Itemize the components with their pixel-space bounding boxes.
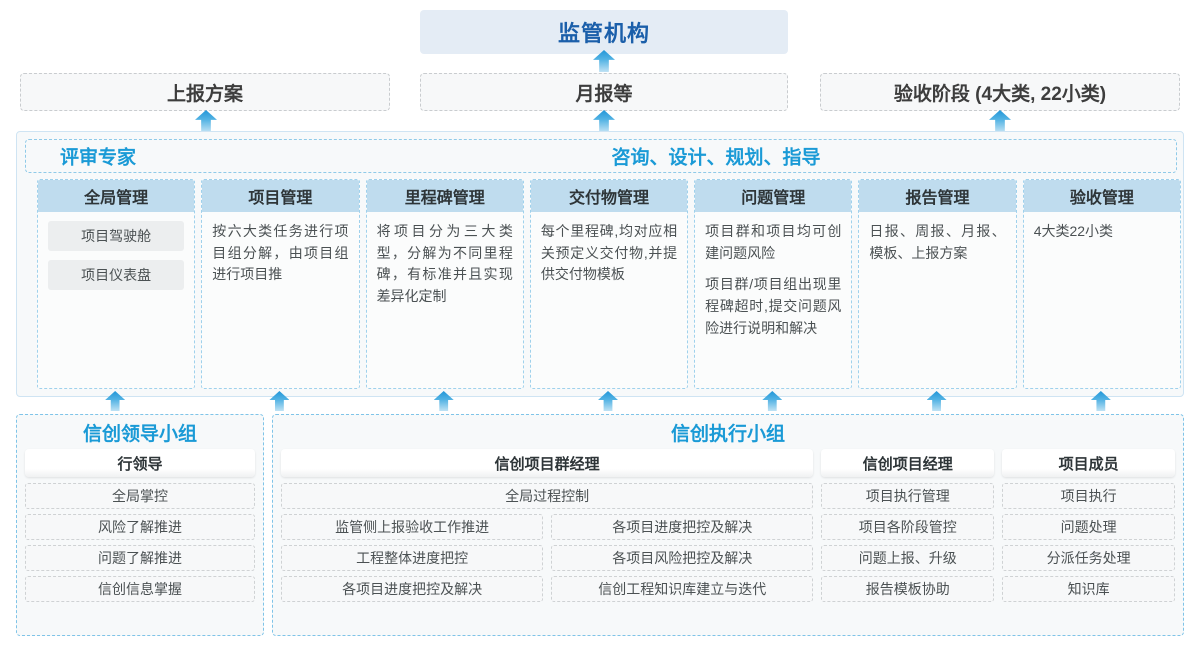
program-manager-left-items: 监管侧上报验收工作推进工程整体进度把控各项目进度把控及解决 <box>281 514 544 602</box>
management-paragraph: 按六大类任务进行项目组分解，由项目组进行项目推 <box>212 223 349 283</box>
program-manager-right-items: 各项目进度把控及解决各项目风险把控及解决信创工程知识库建立与迭代 <box>551 514 814 602</box>
management-column[interactable]: 全局管理项目驾驶舱项目仪表盘 <box>37 179 196 389</box>
program-manager-item[interactable]: 各项目进度把控及解决 <box>281 576 544 602</box>
management-column-title: 验收管理 <box>1023 180 1180 212</box>
leader-group: 信创领导小组 行领导 全局掌控风险了解推进问题了解推进信创信息掌握 <box>16 414 264 636</box>
management-pill[interactable]: 项目驾驶舱 <box>48 221 185 251</box>
project-member-column: 项目成员 项目执行问题处理分派任务处理知识库 <box>1002 449 1175 602</box>
management-column-body: 将项目分为三大类型，分解为不同里程碑，有标准并且实现差异化定制 <box>367 212 523 388</box>
management-column[interactable]: 问题管理项目群和项目均可创建问题风险项目群/项目组出现里程碑超时,提交问题风险进… <box>694 179 853 389</box>
management-column-body: 项目群和项目均可创建问题风险项目群/项目组出现里程碑超时,提交问题风险进行说明和… <box>695 212 851 388</box>
leader-item[interactable]: 问题了解推进 <box>25 545 255 571</box>
leader-item-list: 全局掌控风险了解推进问题了解推进信创信息掌握 <box>25 483 255 602</box>
management-column-body: 4大类22小类 <box>1024 212 1180 388</box>
topbox-monthly-report: 月报等 <box>420 73 788 111</box>
management-column-title: 里程碑管理 <box>366 180 523 212</box>
management-column[interactable]: 验收管理 4大类22小类 <box>1022 179 1181 389</box>
management-paragraph: 4大类22小类 <box>1033 223 1114 239</box>
leader-item[interactable]: 信创信息掌握 <box>25 576 255 602</box>
regulator-box: 监管机构 <box>420 10 788 54</box>
management-column[interactable]: 里程碑管理将项目分为三大类型，分解为不同里程碑，有标准并且实现差异化定制 <box>365 179 524 389</box>
program-manager-item[interactable]: 各项目进度把控及解决 <box>551 514 814 540</box>
project-manager-item-list: 项目执行管理项目各阶段管控问题上报、升级报告模板协助 <box>821 483 995 602</box>
project-manager-item[interactable]: 报告模板协助 <box>821 576 995 602</box>
project-member-item[interactable]: 问题处理 <box>1002 514 1175 540</box>
topbox-label: 上报方案 <box>166 83 243 105</box>
management-columns: 全局管理项目驾驶舱项目仪表盘项目管理按六大类任务进行项目组分解，由项目组进行项目… <box>37 179 1181 389</box>
leader-group-title: 信创领导小组 <box>82 424 197 445</box>
management-column-title: 交付物管理 <box>530 180 688 212</box>
management-paragraph: 将项目分为三大类型，分解为不同里程碑，有标准并且实现差异化定制 <box>376 223 513 305</box>
band-header: 评审专家 咨询、设计、规划、指导 <box>25 139 1177 173</box>
leader-item[interactable]: 全局掌控 <box>25 483 255 509</box>
project-member-item[interactable]: 项目执行 <box>1002 483 1175 509</box>
management-column-body: 项目驾驶舱项目仪表盘 <box>38 212 194 388</box>
program-manager-item[interactable]: 各项目风险把控及解决 <box>551 545 814 571</box>
program-manager-item[interactable]: 工程整体进度把控 <box>281 545 544 571</box>
project-member-item[interactable]: 分派任务处理 <box>1002 545 1175 571</box>
project-member-card-head: 项目成员 <box>1002 449 1175 477</box>
management-column-body: 日报、周报、月报、模板、上报方案 <box>859 212 1015 388</box>
management-column-title: 项目管理 <box>202 180 359 212</box>
program-manager-column: 信创项目群经理 全局过程控制 监管侧上报验收工作推进工程整体进度把控各项目进度把… <box>281 449 814 602</box>
management-column-body: 按六大类任务进行项目组分解，由项目组进行项目推 <box>202 212 358 388</box>
arrow-up-to-monthly-report <box>593 110 615 132</box>
management-column[interactable]: 交付物管理每个里程碑,均对应相关预定义交付物,并提供交付物模板 <box>529 179 689 389</box>
project-member-item[interactable]: 知识库 <box>1002 576 1175 602</box>
management-paragraph: 项目群和项目均可创建问题风险 <box>705 223 842 261</box>
exec-group: 信创执行小组 信创项目群经理 全局过程控制 监管侧上报验收工作推进工程整体进度把… <box>272 414 1184 636</box>
program-manager-item[interactable]: 监管侧上报验收工作推进 <box>281 514 544 540</box>
project-manager-column: 信创项目经理 项目执行管理项目各阶段管控问题上报、升级报告模板协助 <box>821 449 995 602</box>
topbox-report-plan: 上报方案 <box>20 73 390 111</box>
program-manager-item[interactable]: 信创工程知识库建立与迭代 <box>551 576 814 602</box>
program-manager-full-item: 全局过程控制 <box>281 483 814 509</box>
management-paragraph: 日报、周报、月报、模板、上报方案 <box>869 223 1006 261</box>
management-column[interactable]: 项目管理按六大类任务进行项目组分解，由项目组进行项目推 <box>201 179 360 389</box>
arrow-up-to-acceptance-phase <box>989 110 1011 132</box>
band-center-title: 咨询、设计、规划、指导 <box>611 147 821 169</box>
project-member-item-list: 项目执行问题处理分派任务处理知识库 <box>1002 483 1175 602</box>
topbox-label: 月报等 <box>575 83 633 105</box>
management-column[interactable]: 报告管理日报、周报、月报、模板、上报方案 <box>858 179 1017 389</box>
consulting-band: 评审专家 咨询、设计、规划、指导 全局管理项目驾驶舱项目仪表盘项目管理按六大类任… <box>16 131 1184 397</box>
management-column-title: 全局管理 <box>38 180 195 212</box>
topbox-acceptance-phase: 验收阶段 (4大类, 22小类) <box>820 73 1180 111</box>
management-column-title: 报告管理 <box>859 180 1016 212</box>
project-manager-item[interactable]: 问题上报、升级 <box>821 545 995 571</box>
project-manager-card-head: 信创项目经理 <box>821 449 995 477</box>
leader-item[interactable]: 风险了解推进 <box>25 514 255 540</box>
arrow-up-to-report-plan <box>195 110 217 132</box>
project-manager-item[interactable]: 项目各阶段管控 <box>821 514 995 540</box>
management-pill[interactable]: 项目仪表盘 <box>48 260 185 290</box>
topbox-label: 验收阶段 (4大类, 22小类) <box>893 83 1107 105</box>
band-left-title: 评审专家 <box>60 147 137 169</box>
management-column-title: 问题管理 <box>695 180 852 212</box>
leader-card-head: 行领导 <box>25 449 255 477</box>
project-manager-item[interactable]: 项目执行管理 <box>821 483 995 509</box>
regulator-label: 监管机构 <box>557 21 650 46</box>
management-paragraph: 每个里程碑,均对应相关预定义交付物,并提供交付物模板 <box>540 223 678 283</box>
management-column-body: 每个里程碑,均对应相关预定义交付物,并提供交付物模板 <box>531 212 687 388</box>
management-paragraph: 项目群/项目组出现里程碑超时,提交问题风险进行说明和解决 <box>705 276 842 336</box>
exec-group-title: 信创执行小组 <box>670 424 785 445</box>
program-manager-card-head: 信创项目群经理 <box>281 449 814 477</box>
